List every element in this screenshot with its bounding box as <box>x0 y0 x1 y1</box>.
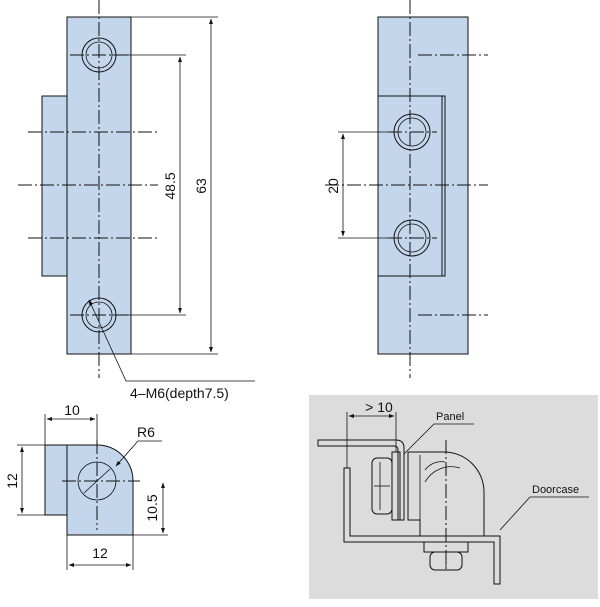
dim-r6-label: R6 <box>137 424 155 440</box>
dim-10-5-label: 10.5 <box>144 494 160 521</box>
dim-12-bottom-label: 12 <box>92 545 108 561</box>
front-view: 63 48.5 4–M6(depth7.5) <box>18 0 255 401</box>
profile-body <box>44 444 134 536</box>
dim-r6-leader <box>115 440 162 467</box>
dim-63-label: 63 <box>193 178 209 194</box>
doorcase-label: Doorcase <box>532 484 579 496</box>
dim-20-label: 20 <box>325 178 341 194</box>
dim-12-left-label: 12 <box>4 473 20 489</box>
dim-48-5-label: 48.5 <box>162 172 178 199</box>
side-view: 20 <box>325 0 488 378</box>
installation-inset: > 10 Panel Doorcase <box>309 395 598 599</box>
dim-10-label: 10 <box>64 402 80 418</box>
side-plate <box>377 95 446 277</box>
hinge-body <box>407 451 485 537</box>
doorcase-leader <box>499 496 589 531</box>
panel-label: Panel <box>436 411 464 423</box>
front-flange <box>41 95 68 277</box>
dim-clearance-label: > 10 <box>365 399 393 415</box>
doorcase <box>343 467 501 585</box>
panel-leader <box>403 423 474 455</box>
thread-note-leader <box>88 299 255 382</box>
profile-view: 10 R6 12 10.5 12 <box>4 402 168 570</box>
thread-note-label: 4–M6(depth7.5) <box>130 385 229 401</box>
